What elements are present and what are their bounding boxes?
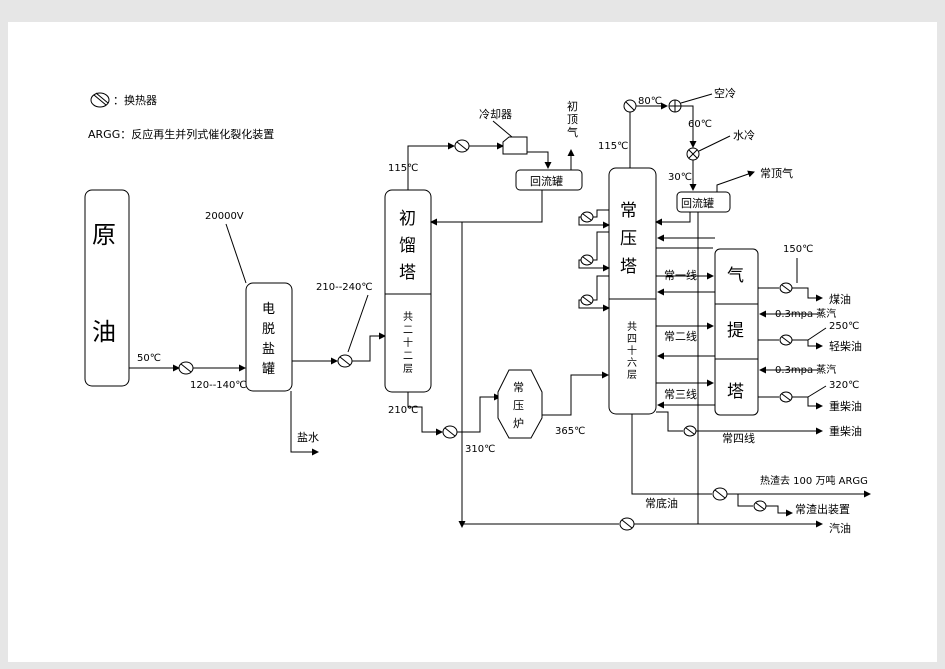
heavy-diesel-1-label: 重柴油	[829, 399, 862, 413]
initial-layers-char-5: 层	[403, 363, 413, 375]
air-cool-label: 空冷	[714, 86, 736, 100]
temp-60: 60℃	[688, 119, 712, 130]
atmospheric-tower: 常 压 塔 共 四 十 六 层	[608, 167, 657, 415]
furnace-char-2: 压	[513, 399, 524, 412]
atm-tower-char-1: 常	[620, 201, 637, 221]
stripper-char-3: 塔	[727, 382, 744, 402]
line4-label: 常四线	[722, 431, 755, 445]
heat-exchanger-icon	[580, 211, 594, 223]
initial-layers-char-2: 二	[403, 325, 413, 336]
atm-top-gas-label: 常顶气	[760, 166, 793, 180]
temp-320: 320℃	[829, 380, 859, 391]
initial-tower-char-3: 塔	[399, 263, 416, 283]
temp-120-140: 120--140℃	[190, 380, 247, 391]
temp-210: 210℃	[388, 405, 418, 416]
temp-115-atm: 115℃	[598, 141, 628, 152]
initial-distillation-tower: 初 馏 塔 共 二 十 二 层	[384, 189, 432, 393]
temp-150: 150℃	[783, 244, 813, 255]
line1-label: 常一线	[664, 268, 697, 282]
reflux-tank-1-label: 回流罐	[530, 174, 563, 188]
residue-out-label: 常渣出装置	[795, 502, 850, 516]
crude-oil-char-1: 原	[92, 221, 116, 249]
temp-50: 50℃	[137, 353, 161, 364]
reflux-tank-2-label: 回流罐	[681, 196, 714, 210]
atm-layers-char-5: 层	[627, 369, 637, 381]
initial-top-gas-3: 气	[567, 125, 578, 139]
desalter-char-2: 脱	[262, 322, 275, 337]
initial-top-gas-1: 初	[567, 99, 578, 113]
steam-1-label: 0.3mpa 蒸汽	[775, 307, 836, 320]
cooler	[502, 136, 528, 155]
heat-exchanger-icon	[178, 361, 194, 375]
initial-layers-char-1: 共	[403, 311, 413, 323]
stripper-char-2: 提	[727, 321, 744, 341]
temp-80: 80℃	[638, 96, 662, 107]
temp-365: 365℃	[555, 426, 585, 437]
heat-exchanger-icon	[779, 334, 793, 346]
initial-layers-char-4: 二	[403, 351, 413, 362]
gasoline-label: 汽油	[829, 521, 851, 535]
heat-exchanger-icon	[712, 487, 728, 501]
hot-residue-label: 热渣去 100 万吨 ARGG	[760, 474, 868, 487]
temp-30: 30℃	[668, 172, 692, 183]
atm-layers-char-4: 六	[627, 357, 637, 369]
initial-layers-char-3: 十	[403, 336, 413, 349]
steam-2-label: 0.3mpa 蒸汽	[775, 363, 836, 376]
initial-tower-char-2: 馏	[399, 236, 416, 256]
desalter-char-4: 罐	[262, 362, 275, 377]
temp-210-240: 210--240℃	[316, 282, 373, 293]
page-sheet	[8, 22, 937, 662]
heat-exchanger-icon	[454, 139, 470, 153]
atm-tower-char-3: 塔	[620, 257, 637, 277]
crude-oil-tank: 原 油	[84, 189, 130, 387]
kerosene-label: 煤油	[829, 292, 851, 306]
temp-115-initial: 115℃	[388, 163, 418, 174]
stripper-char-1: 气	[727, 266, 744, 286]
desalter-voltage: 20000V	[205, 211, 244, 222]
temp-250: 250℃	[829, 321, 859, 332]
desalter-tank: 电 脱 盐 罐	[245, 282, 293, 392]
heat-exchanger-icon	[90, 92, 110, 108]
crude-oil-char-2: 油	[92, 318, 116, 346]
water-cooler-icon	[686, 147, 700, 161]
line3-label: 常三线	[664, 387, 697, 401]
reflux-tank-2: 回流罐	[676, 191, 731, 213]
water-cool-label: 水冷	[733, 129, 755, 142]
heat-exchanger-icon	[580, 254, 594, 266]
initial-top-gas-2: 顶	[567, 113, 578, 126]
atmospheric-furnace: 常 压 炉	[497, 369, 543, 439]
atm-layers-char-1: 共	[627, 321, 637, 333]
air-cooler-icon	[668, 99, 682, 113]
salt-water-label: 盐水	[297, 431, 319, 444]
bottoms-label: 常底油	[645, 496, 678, 510]
heat-exchanger-icon	[442, 425, 458, 439]
heat-exchanger-icon	[623, 99, 637, 113]
heat-exchanger-icon	[337, 354, 353, 368]
legend-argg-note: ARGG：反应再生并列式催化裂化装置	[88, 127, 274, 141]
atm-layers-char-2: 四	[627, 334, 637, 345]
heat-exchanger-icon	[580, 294, 594, 306]
reflux-tank-1: 回流罐	[515, 169, 583, 191]
furnace-char-3: 炉	[513, 417, 524, 430]
initial-tower-char-1: 初	[399, 209, 416, 229]
cooler-label: 冷却器	[479, 108, 512, 121]
heat-exchanger-icon	[683, 425, 697, 437]
atm-tower-char-2: 压	[620, 229, 637, 249]
line2-label: 常二线	[664, 329, 697, 343]
atm-layers-char-3: 十	[627, 344, 637, 357]
heat-exchanger-icon	[753, 500, 767, 512]
legend-exchanger-label: ：换热器	[113, 93, 157, 107]
stripper-tower: 气 提 塔	[714, 248, 759, 416]
desalter-char-3: 盐	[262, 342, 275, 357]
temp-310: 310℃	[465, 444, 495, 455]
light-diesel-label: 轻柴油	[829, 339, 862, 353]
furnace-char-1: 常	[513, 381, 524, 394]
heat-exchanger-icon	[779, 282, 793, 294]
heat-exchanger-icon	[619, 517, 635, 531]
heavy-diesel-2-label: 重柴油	[829, 424, 862, 438]
legend: ：换热器 ARGG：反应再生并列式催化裂化装置	[88, 92, 274, 141]
desalter-char-1: 电	[262, 302, 275, 317]
heat-exchanger-icon	[779, 391, 793, 403]
